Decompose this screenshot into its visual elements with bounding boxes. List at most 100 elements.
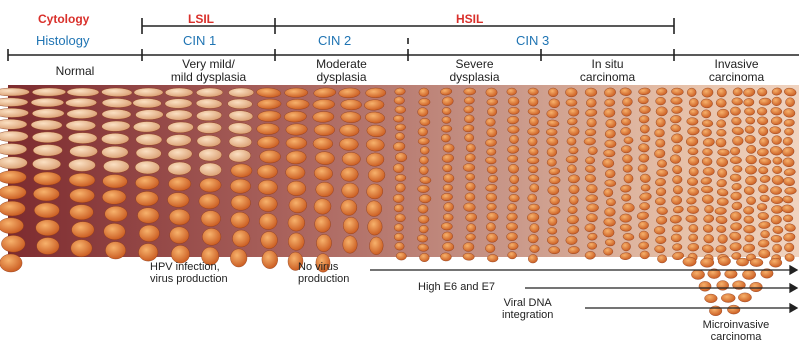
cell bbox=[783, 215, 793, 222]
cell bbox=[486, 88, 497, 97]
cell bbox=[68, 133, 97, 144]
invasive-cell bbox=[727, 305, 740, 314]
invasive-cell bbox=[700, 258, 713, 267]
invasive-cell bbox=[691, 270, 704, 280]
cell bbox=[65, 98, 96, 107]
cell bbox=[639, 202, 649, 210]
cell bbox=[528, 204, 539, 211]
hsil-label: HSIL bbox=[456, 12, 483, 26]
viral-dna-note: Viral DNA integration bbox=[502, 297, 553, 321]
cell bbox=[673, 186, 683, 195]
cell bbox=[417, 185, 429, 193]
cell bbox=[71, 221, 94, 238]
cell bbox=[730, 157, 741, 164]
invasive-cell bbox=[705, 294, 718, 303]
invasive-cell bbox=[683, 257, 696, 266]
cell bbox=[0, 185, 26, 199]
cell bbox=[603, 248, 613, 256]
cell bbox=[587, 242, 597, 250]
histology-label: Histology bbox=[36, 33, 89, 48]
cell bbox=[603, 228, 615, 238]
cell bbox=[529, 117, 539, 126]
cell bbox=[549, 177, 560, 185]
cell bbox=[770, 186, 781, 194]
cell bbox=[507, 203, 516, 211]
cell bbox=[655, 97, 665, 105]
cell bbox=[341, 199, 357, 215]
cell bbox=[758, 167, 768, 175]
cell bbox=[0, 143, 27, 154]
cell bbox=[395, 106, 406, 114]
cell bbox=[393, 115, 403, 122]
invasive-cell bbox=[717, 281, 729, 291]
cell bbox=[105, 241, 126, 259]
cell bbox=[604, 208, 615, 217]
cell bbox=[313, 137, 333, 150]
cell bbox=[0, 88, 30, 96]
cell bbox=[34, 203, 59, 218]
cell bbox=[701, 110, 710, 118]
cell bbox=[441, 125, 452, 132]
cell bbox=[230, 179, 251, 193]
cell bbox=[418, 127, 428, 136]
cell bbox=[342, 152, 361, 166]
cell bbox=[746, 145, 756, 154]
cell bbox=[639, 154, 650, 163]
cell bbox=[465, 134, 474, 142]
cell bbox=[104, 223, 126, 240]
cell bbox=[393, 163, 404, 172]
cell bbox=[656, 139, 665, 147]
cell bbox=[745, 135, 755, 143]
cin2-label: CIN 2 bbox=[318, 33, 351, 48]
cell bbox=[530, 245, 540, 253]
cell bbox=[232, 230, 250, 247]
cell bbox=[687, 117, 699, 125]
cell bbox=[199, 149, 222, 162]
cell bbox=[566, 236, 578, 245]
cell bbox=[528, 137, 538, 146]
cell bbox=[396, 252, 407, 260]
cell bbox=[394, 204, 404, 212]
cell bbox=[624, 137, 633, 144]
cell bbox=[32, 132, 62, 143]
cell bbox=[197, 135, 221, 147]
cell bbox=[102, 146, 129, 158]
cell bbox=[0, 254, 22, 272]
cell bbox=[620, 214, 632, 222]
cell bbox=[656, 107, 668, 117]
cell bbox=[744, 225, 756, 233]
cell bbox=[566, 99, 577, 107]
cell bbox=[443, 144, 455, 153]
cell bbox=[32, 88, 66, 96]
cell bbox=[69, 159, 96, 172]
cell bbox=[569, 185, 579, 194]
cell bbox=[771, 196, 783, 203]
cell bbox=[228, 88, 253, 97]
cell bbox=[419, 194, 431, 203]
cell bbox=[0, 108, 29, 117]
cell bbox=[285, 88, 308, 98]
cell bbox=[200, 178, 221, 192]
cell bbox=[369, 237, 383, 255]
cell bbox=[261, 231, 278, 248]
cell bbox=[547, 109, 558, 118]
cell bbox=[0, 131, 28, 142]
cell bbox=[550, 196, 560, 204]
cell bbox=[655, 197, 665, 205]
invasive-cell bbox=[769, 258, 781, 267]
cell bbox=[286, 137, 307, 149]
cell bbox=[530, 184, 539, 193]
cell bbox=[0, 171, 26, 184]
no-virus-note: No virus production bbox=[298, 261, 349, 285]
cell bbox=[640, 125, 649, 134]
cell bbox=[485, 244, 495, 253]
cell bbox=[1, 235, 25, 252]
cell bbox=[622, 154, 632, 163]
cell bbox=[420, 146, 429, 154]
cell bbox=[716, 138, 726, 147]
cell bbox=[231, 212, 250, 228]
cell bbox=[71, 239, 93, 256]
cell bbox=[394, 97, 404, 105]
cell bbox=[743, 206, 753, 214]
